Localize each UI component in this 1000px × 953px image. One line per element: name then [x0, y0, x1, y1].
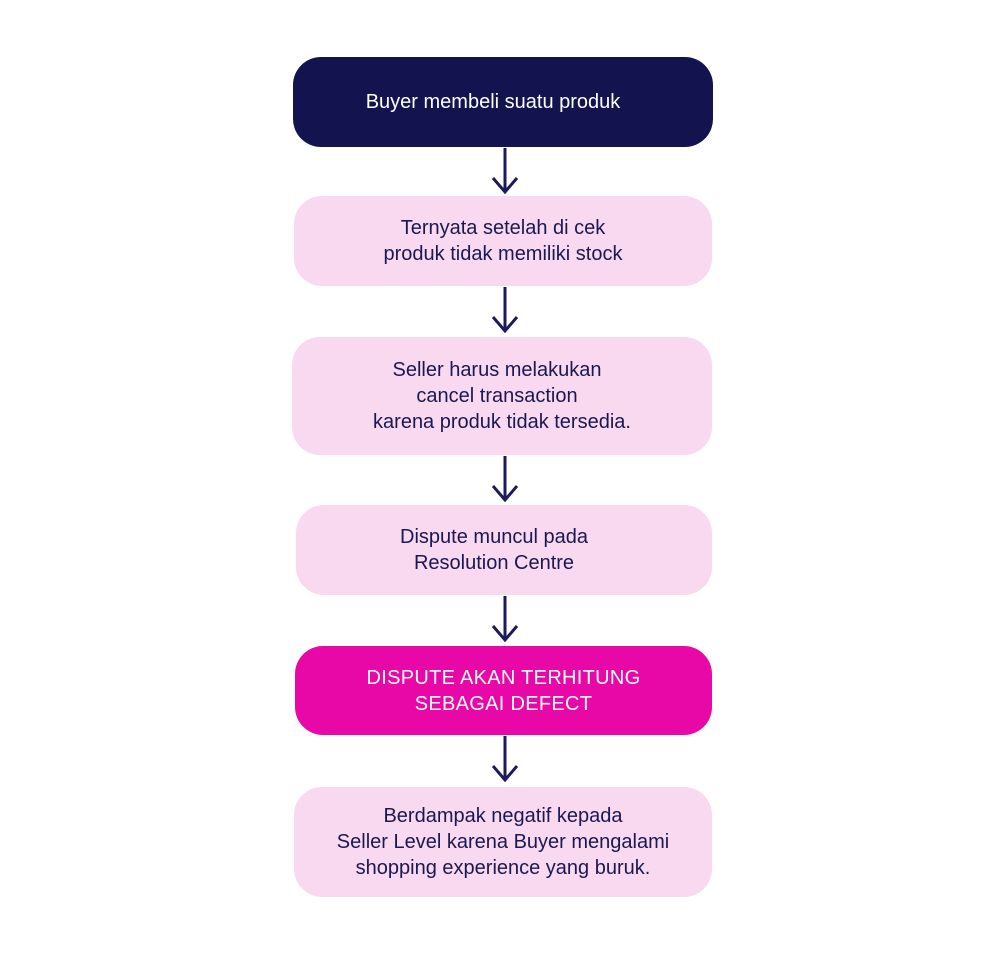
arrow-down-icon [490, 148, 520, 196]
step-4-line-1: Dispute muncul pada [400, 526, 588, 548]
step-3-line-2: cancel transaction [416, 385, 578, 407]
step-5-line-2: SEBAGAI DEFECT [414, 692, 593, 715]
step-4-box: Dispute muncul pada Resolution Centre [296, 505, 712, 595]
step-6-box: Berdampak negatif kepada Seller Level ka… [294, 787, 712, 897]
step-5-line-1: DISPUTE AKAN TERHITUNG [366, 666, 641, 689]
step-4-line-2: Resolution Centre [413, 552, 575, 574]
step-6-line-1: Berdampak negatif kepada [383, 805, 623, 827]
step-1-box: Buyer membeli suatu produk [293, 57, 713, 147]
step-2-line-1: Ternyata setelah di cek [400, 217, 606, 239]
step-1-line-1: Buyer membeli suatu produk [365, 91, 621, 113]
step-3-box: Seller harus melakukan cancel transactio… [292, 337, 712, 455]
arrow-down-icon [490, 287, 520, 335]
arrow-down-icon [490, 456, 520, 504]
step-3-line-3: karena produk tidak tersedia. [373, 411, 631, 433]
step-2-box: Ternyata setelah di cek produk tidak mem… [294, 196, 712, 286]
step-3-line-1: Seller harus melakukan [392, 359, 602, 381]
step-6-line-3: shopping experience yang buruk. [355, 857, 651, 879]
step-6-line-2: Seller Level karena Buyer mengalami [336, 831, 670, 853]
step-2-line-2: produk tidak memiliki stock [383, 243, 623, 265]
step-5-box: DISPUTE AKAN TERHITUNG SEBAGAI DEFECT [295, 646, 712, 735]
arrow-down-icon [490, 736, 520, 784]
arrow-down-icon [490, 596, 520, 644]
